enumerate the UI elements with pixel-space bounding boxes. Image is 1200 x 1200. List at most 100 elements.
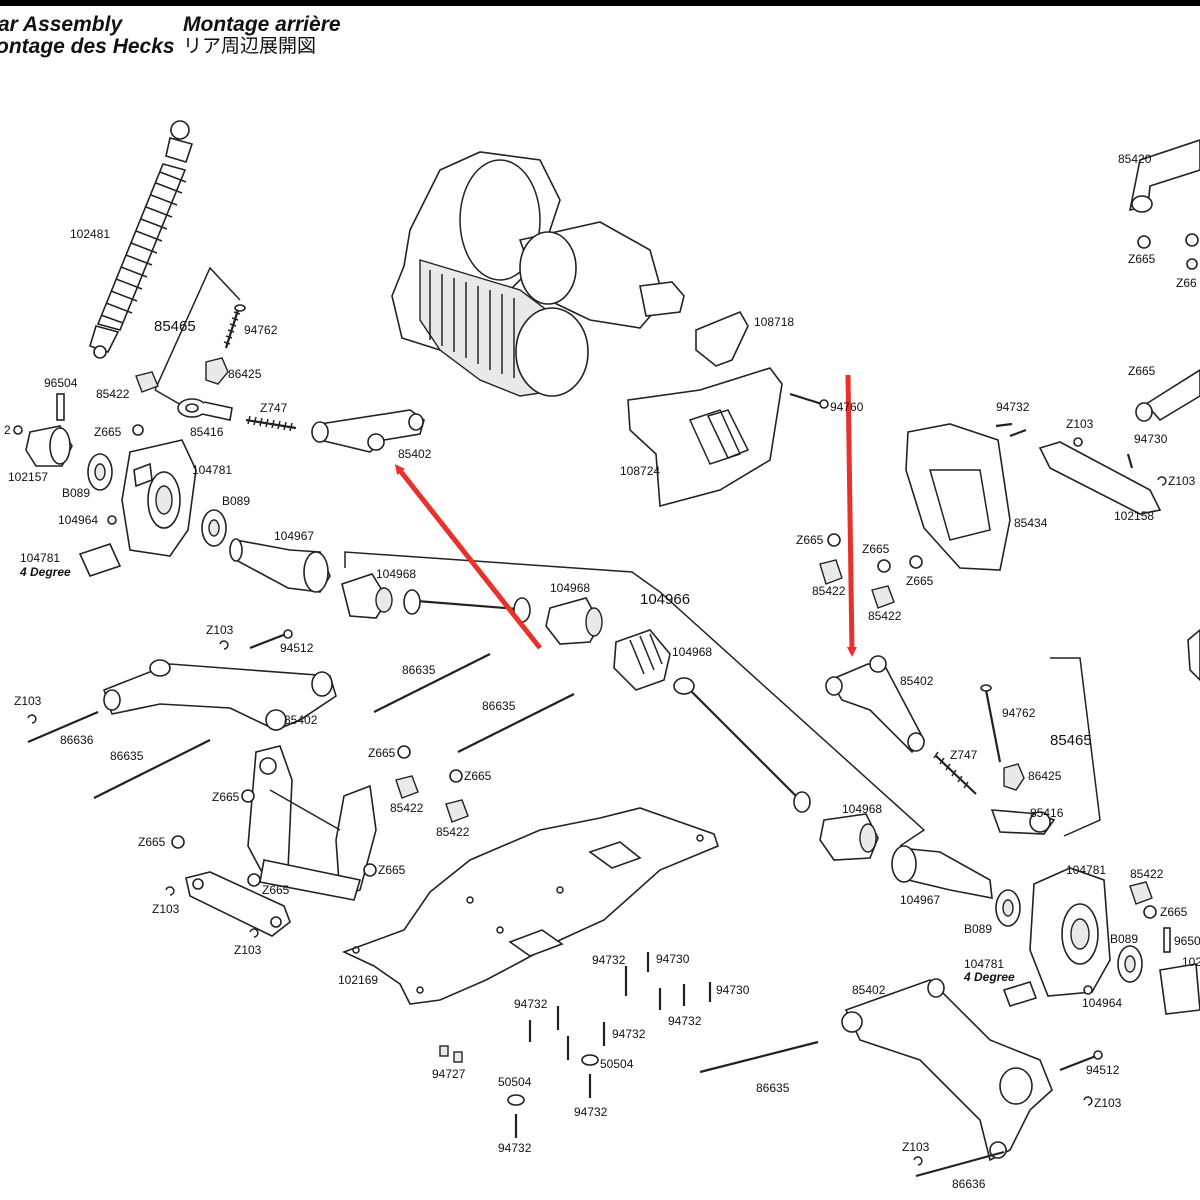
spring-z747-right [933, 751, 977, 795]
bracket-85465-right [1050, 657, 1101, 837]
label-104964-b: 104964 [1082, 996, 1122, 1010]
label-85465-right: 85465 [1050, 732, 1092, 749]
label-85422-e: 85422 [868, 609, 902, 623]
label-104781-c: 104781 [1066, 863, 1106, 877]
bracket-104966-right [659, 591, 926, 847]
cup-104968-d [819, 813, 879, 861]
hex-hub-102157 [25, 425, 73, 467]
nut-z665-left-c [449, 769, 463, 783]
label-z665-h: Z665 [1128, 252, 1156, 266]
clip-z103-left-top [219, 640, 229, 650]
screw-94730-right [1126, 453, 1134, 469]
label-85422-b: 85422 [390, 801, 424, 815]
label-b089-b: B089 [222, 494, 250, 508]
title-german: ontage des Hecks [0, 35, 175, 58]
label-b089-a: B089 [62, 486, 90, 500]
label-104781-b: 104781 [20, 551, 60, 565]
label-z665-j: Z665 [796, 533, 824, 547]
label-96504: 96504 [44, 376, 78, 390]
label-85416-right: 85416 [1030, 806, 1064, 820]
ball-86425-right [1003, 763, 1025, 791]
label-104967-a: 104967 [274, 529, 314, 543]
clip-z103-right-g [913, 1156, 923, 1166]
pin-86635-left-b [457, 693, 575, 753]
label-94732-b: 94732 [514, 997, 548, 1011]
label-z665-l: Z665 [906, 574, 934, 588]
label-86636-b: 86636 [952, 1177, 986, 1191]
title-english: ar Assembly [0, 13, 123, 36]
label-104964-a: 104964 [58, 513, 98, 527]
label-z665-b: Z665 [368, 746, 396, 760]
label-85402-c: 85402 [900, 674, 934, 688]
plate-108724 [627, 367, 783, 508]
part-labels: 102481 85465 94762 86425 96504 85422 Z66… [4, 152, 1200, 1191]
label-86425-right: 86425 [1028, 769, 1062, 783]
clip-z103-right-f [1083, 1096, 1093, 1106]
tower-left [247, 745, 377, 901]
nuts-right-mid [819, 533, 923, 609]
label-94512-a: 94512 [280, 641, 314, 655]
label-85422-c: 85422 [436, 825, 470, 839]
label-z665-c: Z665 [464, 769, 492, 783]
label-z665-m: Z665 [1160, 905, 1188, 919]
nut-z665-right-m [1143, 905, 1157, 919]
insert-104781-4deg-right [1002, 981, 1038, 1007]
hex-hub-right-cut [1159, 963, 1200, 1015]
label-85416-left: 85416 [190, 425, 224, 439]
label-102-cut: 102 [1182, 955, 1200, 969]
bearing-b089-right-a [995, 889, 1021, 927]
label-104781-a: 104781 [192, 463, 232, 477]
label-85402-a: 85402 [398, 447, 432, 461]
nut-85422-left-c [445, 799, 469, 823]
label-50504-a: 50504 [600, 1057, 634, 1071]
label-85465-left: 85465 [154, 318, 196, 335]
label-cut-2: 2 [4, 423, 11, 437]
cup-104968-b [545, 597, 603, 645]
label-z103-f: Z103 [1094, 1096, 1122, 1110]
label-z103-d: Z103 [234, 943, 262, 957]
label-z103-cut: Z103 [1168, 474, 1196, 488]
nut-z66-right-cut [1185, 233, 1199, 270]
label-z66-cut: Z66 [1176, 276, 1197, 290]
screw-94762-left [223, 304, 246, 349]
outdrive-104967-left [229, 538, 331, 593]
nut-85422-left-b [395, 775, 419, 799]
label-104967-b: 104967 [900, 893, 940, 907]
arm-85402-lower-left [103, 659, 337, 731]
driveshaft-outer [673, 677, 811, 813]
link-plate-left [185, 871, 291, 937]
top-border [0, 0, 1200, 6]
label-86635-a: 86635 [402, 663, 436, 677]
label-z103-b: Z103 [14, 694, 42, 708]
label-b089-d: B089 [1110, 932, 1138, 946]
label-85422-f: 85422 [1130, 867, 1164, 881]
screw-94760 [789, 392, 829, 409]
spring-z747-left [245, 415, 297, 432]
clip-z103-left-b [27, 714, 37, 724]
label-z665-d: Z665 [212, 790, 240, 804]
link-85402-upper-right [825, 655, 925, 754]
label-9650-cut: 9650 [1174, 934, 1200, 948]
nut-85422-right-b [1129, 881, 1153, 905]
screw-94512-left [249, 629, 293, 650]
label-z747-right: Z747 [950, 748, 978, 762]
label-b089-c: B089 [964, 922, 992, 936]
bracket-85420 [1128, 139, 1200, 213]
label-z665-g: Z665 [262, 883, 290, 897]
label-94762-right: 94762 [1002, 706, 1036, 720]
insert-104781-4deg-left [78, 543, 122, 577]
nut-z665-left-b [397, 745, 411, 759]
link-102158 [1038, 441, 1162, 515]
red-arrow-right [845, 374, 857, 657]
motor-gearbox [391, 151, 685, 397]
label-85422-d: 85422 [812, 584, 846, 598]
label-102481: 102481 [70, 227, 110, 241]
label-102157: 102157 [8, 470, 48, 484]
label-85420: 85420 [1118, 152, 1152, 166]
label-86636-a: 86636 [60, 733, 94, 747]
nut-z665-left-d [241, 789, 255, 803]
bulkhead-85434 [905, 423, 1011, 571]
label-z103-g: Z103 [902, 1140, 930, 1154]
label-94760: 94760 [830, 400, 864, 414]
